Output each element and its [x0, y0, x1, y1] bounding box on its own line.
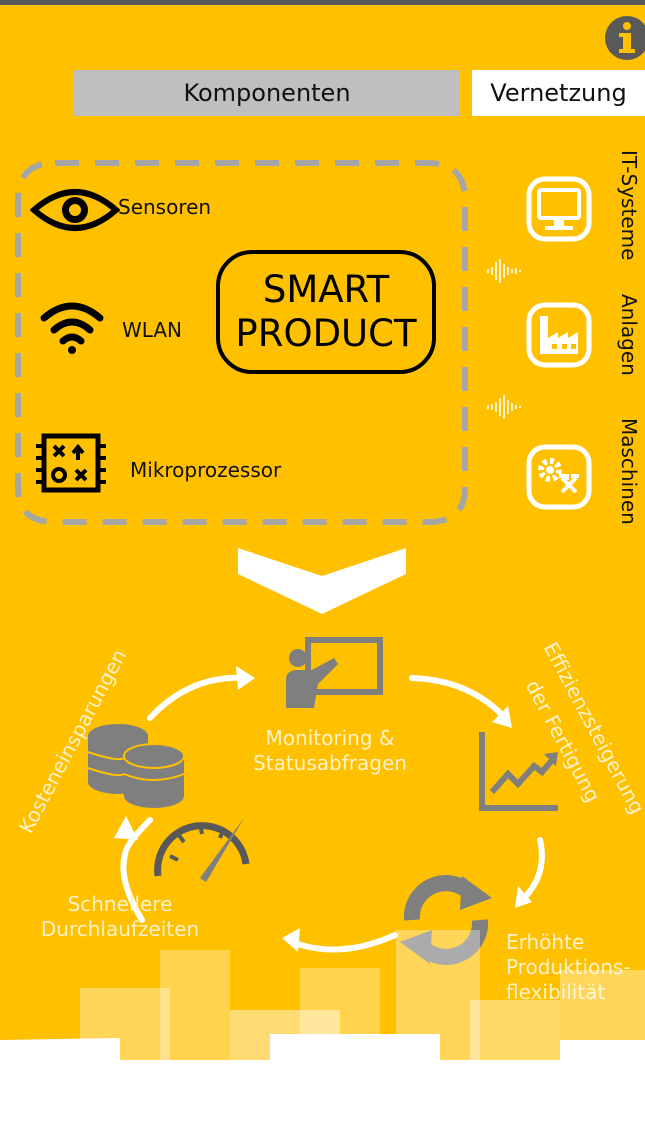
factory-icon: [526, 302, 592, 368]
monitoring-line1: Monitoring &: [265, 726, 395, 750]
sensors-label: Sensoren: [118, 195, 212, 219]
monitoring-label: Monitoring & Statusabfragen: [250, 726, 410, 776]
smart-product-line2: PRODUCT: [235, 312, 417, 355]
growth-chart-icon: [479, 732, 558, 811]
eye-icon: [30, 189, 120, 231]
wlan-label: WLAN: [122, 318, 183, 342]
speedometer-icon: [154, 818, 250, 882]
flexibility-line1: Erhöhte: [506, 930, 585, 954]
monitoring-line2: Statusabfragen: [253, 751, 407, 775]
chevron-down-icon: [238, 548, 406, 614]
smart-product-line1: SMART: [262, 268, 390, 311]
refresh-icon: [400, 875, 492, 965]
machines-label: Maschinen: [617, 418, 641, 525]
monitor-icon: [526, 176, 592, 242]
tab-components[interactable]: Komponenten: [74, 70, 460, 116]
sound-wave-icon: [487, 395, 521, 419]
tab-network[interactable]: Vernetzung: [472, 70, 645, 116]
smart-product-box: SMART PRODUCT: [216, 250, 436, 374]
throughput-label: Schnellere Durchlaufzeiten: [20, 892, 220, 942]
throughput-line2: Durchlaufzeiten: [40, 917, 200, 941]
tab-components-label: Komponenten: [183, 79, 351, 107]
top-bar: [0, 0, 645, 5]
machine-gear-icon: [526, 444, 592, 510]
flexibility-label: Erhöhte Produktions- flexibilität: [506, 930, 631, 1005]
flexibility-line2: Produktions-: [506, 955, 631, 979]
cycle-arrows: [114, 666, 545, 953]
processor-label: Mikroprozessor: [130, 458, 282, 482]
info-icon[interactable]: [603, 14, 645, 62]
flexibility-line3: flexibilität: [506, 980, 606, 1004]
skyline-decoration: [0, 930, 645, 1132]
presentation-icon: [286, 637, 383, 708]
plants-label: Anlagen: [617, 294, 641, 376]
throughput-line1: Schnellere: [67, 892, 173, 916]
it-systems-label: IT-Systeme: [617, 150, 641, 261]
components-frame: [15, 160, 468, 525]
wifi-icon: [40, 302, 104, 354]
microprocessor-icon: [36, 433, 106, 493]
tab-network-label: Vernetzung: [490, 79, 627, 107]
sound-wave-icon: [487, 259, 521, 283]
coins-icon: [87, 724, 185, 808]
